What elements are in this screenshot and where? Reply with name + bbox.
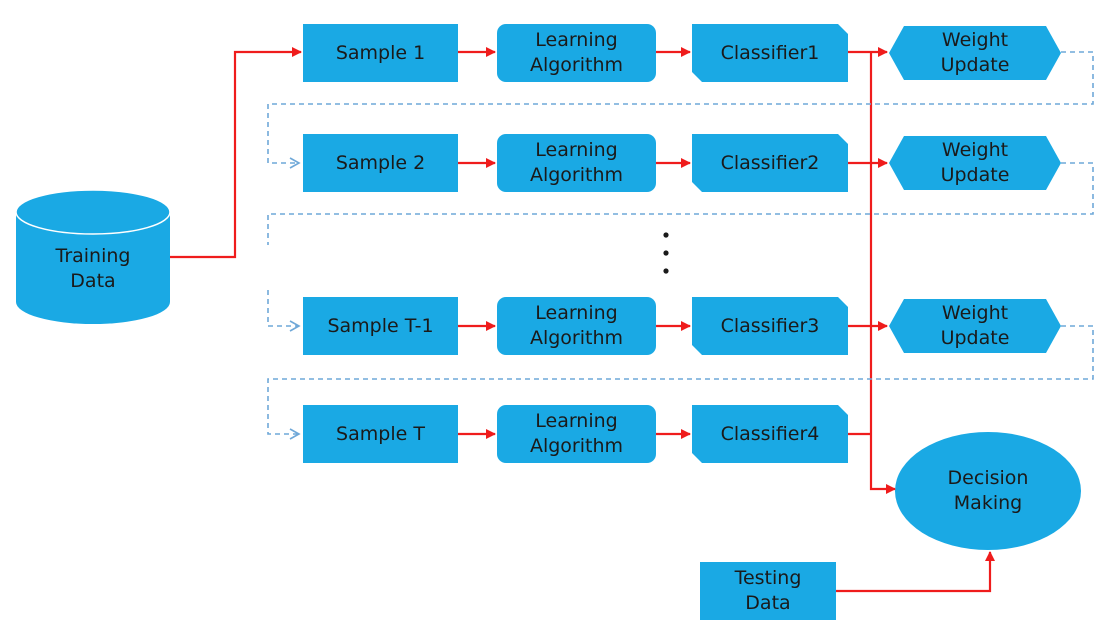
training-data-cylinder — [15, 189, 171, 324]
decision-making-ellipse — [895, 432, 1081, 550]
weight-update-hex-2 — [889, 136, 1061, 190]
sample-box-4 — [303, 405, 458, 463]
algorithm-box-3 — [497, 297, 656, 355]
weight-update-hex-3 — [889, 299, 1061, 353]
classifier-box-1 — [692, 24, 848, 82]
algorithm-box-4 — [497, 405, 656, 463]
ellipsis-dot — [663, 268, 669, 274]
algorithm-box-1 — [497, 24, 656, 82]
feedback-arrows — [267, 51, 1094, 440]
testing-data-box — [700, 562, 836, 620]
classifier-box-3 — [692, 297, 848, 355]
ellipsis-dots — [663, 232, 669, 274]
classifier-box-2 — [692, 134, 848, 192]
sample-box-1 — [303, 24, 458, 82]
weight-update-hex-1 — [889, 26, 1061, 80]
main-flow-arrows — [170, 47, 995, 593]
ellipsis-dot — [663, 250, 669, 256]
ellipsis-dot — [663, 232, 669, 238]
sample-box-2 — [303, 134, 458, 192]
sample-box-3 — [303, 297, 458, 355]
algorithm-box-2 — [497, 134, 656, 192]
classifier-box-4 — [692, 405, 848, 463]
